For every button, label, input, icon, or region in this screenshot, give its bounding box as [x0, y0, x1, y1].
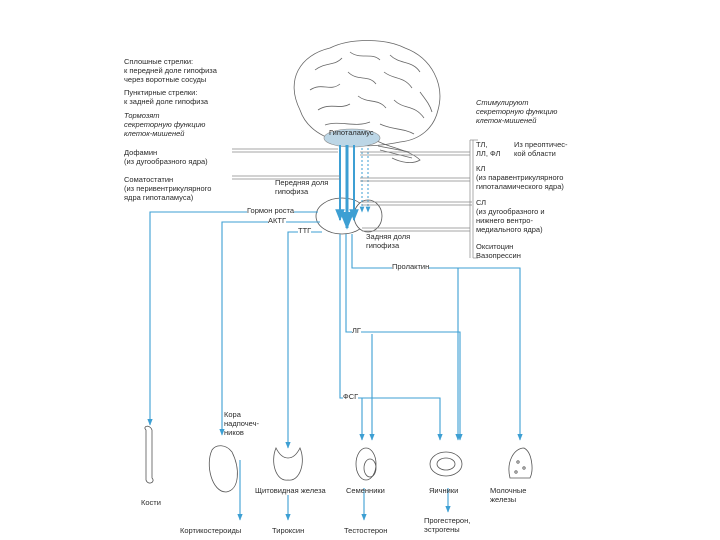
label-testosterone: Тестостерон [344, 526, 388, 535]
label-thyroid: Щитовидная железа [255, 486, 326, 495]
legend-inhibit: Тормозят секреторную функцию клеток-мише… [124, 111, 206, 138]
hormone-pathways [147, 211, 523, 521]
legend-dotted-arrows: Пунктирные стрелки: к задней доле гипофи… [124, 88, 209, 106]
adrenal-icon [208, 445, 238, 493]
label-posterior-pituitary: Задняя доля гипофиза [366, 232, 411, 250]
label-testes: Семенники [346, 486, 385, 495]
hypothalamus-shape [323, 128, 381, 148]
label-hypothalamus: Гипоталамус [329, 128, 374, 137]
ovary-icon [429, 451, 463, 477]
label-lh: ЛГ [352, 326, 361, 335]
mammary-icon [508, 447, 533, 479]
label-progesterone: Прогестерон, эстрогены [424, 516, 471, 534]
testes-icon [355, 447, 377, 481]
label-preoptic: Из преоптичес- кой области [514, 140, 568, 158]
label-fsh: ФСГ [343, 392, 359, 401]
label-tsh: ТТГ [298, 226, 312, 235]
label-ovaries: Яичники [429, 486, 459, 495]
label-tl-ll-fl: ТЛ, ЛЛ, ФЛ [476, 140, 501, 158]
label-mammary: Молочные железы [490, 486, 527, 504]
label-adrenal: Кора надпочеч- ников [224, 410, 259, 437]
label-growth-hormone: Гормон роста [247, 206, 295, 215]
legend-solid-arrows: Сплошные стрелки: к передней доле гипофи… [124, 57, 217, 84]
label-thyroxine: Тироксин [272, 526, 305, 535]
label-acth: АКТГ [268, 216, 287, 225]
label-corticosteroids: Кортикостероиды [180, 526, 242, 535]
label-kl: КЛ (из паравентрикулярного гипоталамичес… [476, 164, 564, 191]
label-oxytocin: Окситоцин Вазопрессин [476, 242, 521, 260]
pituitary-gland [315, 197, 383, 235]
label-anterior-pituitary: Передняя доля гипофиза [275, 178, 329, 196]
label-prolactin: Пролактин [392, 262, 430, 271]
label-somatostatin: Соматостатин (из перивентрикулярного ядр… [124, 175, 212, 202]
thyroid-icon [273, 447, 303, 481]
regulator-lines [232, 139, 478, 259]
bone-icon [144, 425, 154, 484]
label-bones: Кости [141, 498, 161, 507]
portal-arrows [335, 145, 371, 230]
label-sl: СЛ (из дугообразного и нижнего вентро- м… [476, 198, 545, 234]
label-dopamine: Дофамин (из дугообразного ядра) [124, 148, 208, 166]
legend-stimulate: Стимулируют секреторную функцию клеток-м… [476, 98, 558, 125]
